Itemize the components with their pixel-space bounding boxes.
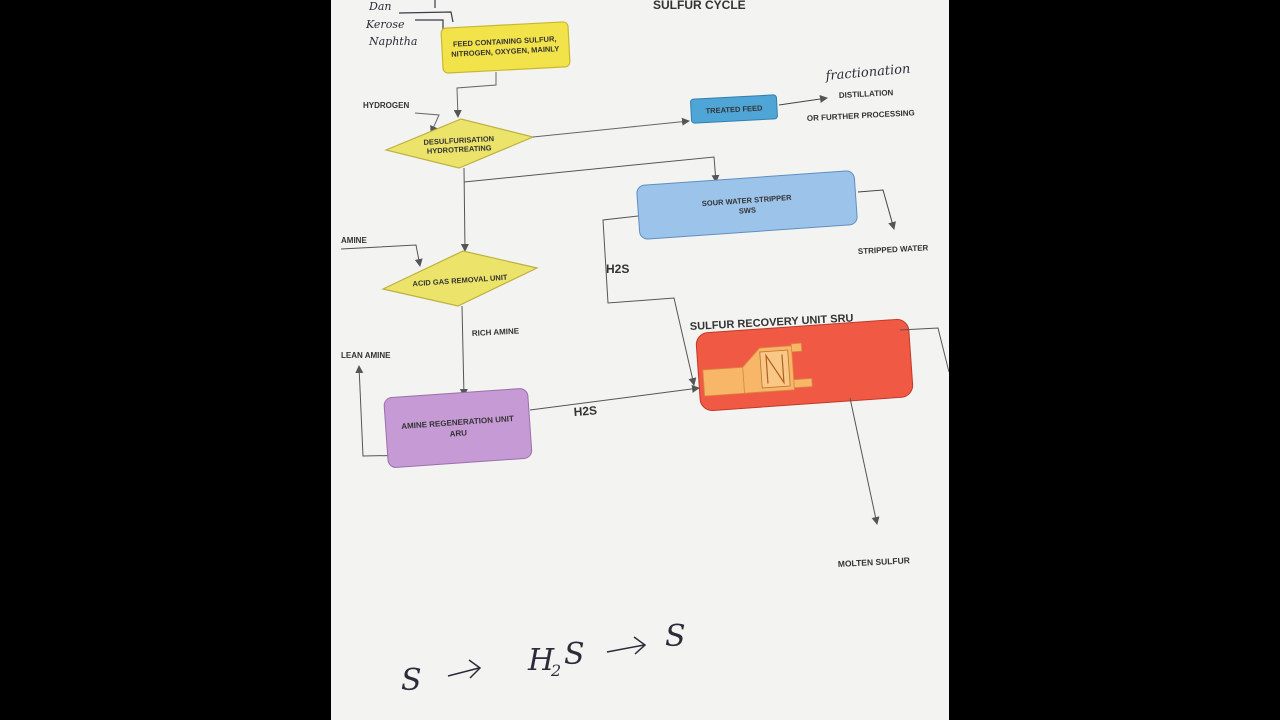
treated-feed-label: TREATED FEED bbox=[705, 103, 763, 115]
acidgas-to-aru-line bbox=[459, 305, 468, 397]
treated-feed-node: TREATED FEED bbox=[690, 94, 778, 124]
fractionation-note: fractionation bbox=[824, 62, 911, 84]
sws-label-line2: SWS bbox=[739, 205, 757, 215]
amine-line bbox=[340, 244, 423, 267]
desulf-to-sws-line bbox=[463, 156, 720, 183]
sws-to-sru-line bbox=[602, 215, 697, 386]
distillation-label: DISTILLATION bbox=[839, 88, 894, 100]
handwritten-note: Dan bbox=[368, 0, 391, 13]
handwritten-note: Kerose bbox=[365, 18, 405, 31]
desulf-to-treated-line bbox=[532, 117, 690, 138]
equation-middle-tail: S bbox=[564, 637, 585, 672]
equation-left: S bbox=[401, 663, 422, 698]
sws-to-stripped-water-line bbox=[857, 189, 896, 230]
stripped-water-label: STRIPPED WATER bbox=[858, 243, 929, 256]
h2s-bottom-label: H2S bbox=[573, 403, 597, 419]
further-processing-label: OR FURTHER PROCESSING bbox=[807, 108, 915, 123]
handwritten-note: Naphtha bbox=[368, 35, 417, 48]
feed-to-desulf-line bbox=[453, 72, 497, 118]
acid-gas-removal-node: ACID GAS REMOVAL UNIT bbox=[381, 250, 539, 307]
hydrogen-line bbox=[414, 112, 440, 134]
feed-node: FEED CONTAINING SULFUR, NITROGEN, OXYGEN… bbox=[440, 21, 571, 74]
equation-subscript: 2 bbox=[550, 661, 561, 680]
sru-output-line bbox=[899, 327, 949, 373]
desulf-to-acidgas-line bbox=[460, 167, 469, 252]
diagram-title: SULFUR CYCLE bbox=[653, 0, 746, 12]
amine-regeneration-node: AMINE REGENERATION UNIT ARU bbox=[383, 388, 533, 468]
desulf-label-line1: DESULFURISATION bbox=[423, 134, 494, 147]
amine-label: AMINE bbox=[341, 236, 367, 245]
treated-to-distillation-line bbox=[778, 95, 828, 106]
paper-sheet: SULFUR CYCLE Dan Kerose Naphtha FEED CON… bbox=[331, 0, 949, 720]
arrow-icon bbox=[447, 659, 482, 679]
arrow-icon bbox=[606, 636, 647, 655]
aru-to-sru-line bbox=[529, 384, 700, 411]
sour-water-stripper-node: SOUR WATER STRIPPER SWS bbox=[636, 170, 858, 240]
equation-middle: H bbox=[527, 643, 555, 678]
handwritten-equation: S H 2 S S bbox=[401, 619, 686, 698]
equation-right: S bbox=[665, 619, 686, 654]
desulfurisation-node: DESULFURISATION HYDROTREATING bbox=[384, 118, 535, 169]
molten-sulfur-label: MOLTEN SULFUR bbox=[838, 555, 911, 569]
sulfur-recovery-unit-node bbox=[695, 318, 914, 411]
rich-amine-label: RICH AMINE bbox=[472, 327, 520, 338]
h2s-top-label: H2S bbox=[606, 262, 629, 276]
handwritten-notes: Dan Kerose Naphtha bbox=[365, 0, 454, 48]
sru-to-molten-sulfur-line bbox=[849, 397, 880, 525]
process-flow-diagram: SULFUR CYCLE Dan Kerose Naphtha FEED CON… bbox=[340, 0, 949, 698]
hydrogen-label: HYDROGEN bbox=[363, 101, 409, 110]
lean-amine-label: LEAN AMINE bbox=[341, 351, 391, 360]
sru-reactor-icon bbox=[702, 342, 813, 397]
aru-label-line2: ARU bbox=[449, 428, 467, 438]
desulf-label-line2: HYDROTREATING bbox=[427, 143, 492, 155]
